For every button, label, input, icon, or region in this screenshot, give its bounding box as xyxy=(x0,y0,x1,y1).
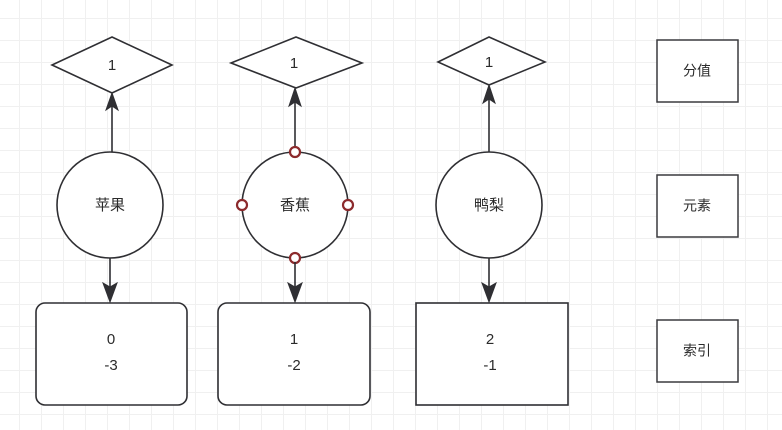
rect-shape[interactable] xyxy=(415,302,569,406)
arrow-head-icon xyxy=(287,281,303,304)
legend-box[interactable] xyxy=(656,319,739,383)
connection-point-left[interactable] xyxy=(235,198,249,212)
score-label: 1 xyxy=(290,55,298,72)
arrow-head-icon xyxy=(482,83,496,105)
arrow-head-icon xyxy=(481,281,497,304)
element-label: 鸭梨 xyxy=(474,197,504,214)
score-diamond-banana[interactable]: 1 xyxy=(228,36,365,89)
legend-item-element[interactable]: 元素 xyxy=(656,174,739,238)
score-diamond-apple[interactable]: 1 xyxy=(50,36,174,94)
index-value-label: 2 xyxy=(486,331,494,348)
legend-group[interactable]: 分值 元素 索引 xyxy=(656,39,739,383)
diamond-shape[interactable] xyxy=(228,36,365,89)
element-label: 苹果 xyxy=(95,197,125,214)
score-label: 1 xyxy=(485,54,493,71)
element-label: 香蕉 xyxy=(280,197,310,214)
legend-box[interactable] xyxy=(656,174,739,238)
connection-point-bottom[interactable] xyxy=(288,251,302,265)
index-box-pear[interactable]: 2 -1 xyxy=(415,302,569,406)
legend-box[interactable] xyxy=(656,39,739,103)
edge-banana-circle-to-box[interactable] xyxy=(287,262,303,304)
node-group-apple[interactable]: 1 苹果 0 -3 xyxy=(35,36,188,406)
arrow-head-icon xyxy=(105,91,119,112)
connection-points-banana[interactable] xyxy=(235,145,355,265)
node-group-pear[interactable]: 1 鸭梨 2 -1 xyxy=(415,36,569,406)
legend-item-score[interactable]: 分值 xyxy=(656,39,739,103)
edge-pear-circle-to-diamond[interactable] xyxy=(482,83,496,152)
edge-banana-circle-to-diamond[interactable] xyxy=(288,86,302,151)
index-value-label: 1 xyxy=(290,331,298,348)
edge-pear-circle-to-box[interactable] xyxy=(481,258,497,304)
element-circle-banana[interactable]: 香蕉 xyxy=(241,151,349,259)
legend-label: 分值 xyxy=(683,63,711,79)
legend-item-index[interactable]: 索引 xyxy=(656,319,739,383)
score-label: 1 xyxy=(108,57,116,74)
arrow-head-icon xyxy=(288,86,302,108)
legend-label: 索引 xyxy=(683,343,711,359)
rounded-rect-shape[interactable] xyxy=(35,302,188,406)
index-offset-label: -1 xyxy=(483,357,496,374)
arrow-head-icon xyxy=(102,281,118,304)
legend-label: 元素 xyxy=(683,198,711,214)
index-box-apple[interactable]: 0 -3 xyxy=(35,302,188,406)
index-offset-label: -2 xyxy=(287,357,300,374)
element-circle-pear[interactable]: 鸭梨 xyxy=(435,151,543,259)
score-diamond-pear[interactable]: 1 xyxy=(436,36,548,86)
index-box-banana[interactable]: 1 -2 xyxy=(217,302,371,406)
element-circle-apple[interactable]: 苹果 xyxy=(56,151,164,259)
connection-point-top[interactable] xyxy=(288,145,302,159)
rounded-rect-shape[interactable] xyxy=(217,302,371,406)
connection-point-right[interactable] xyxy=(341,198,355,212)
node-group-banana[interactable]: 1 香蕉 xyxy=(217,36,371,406)
edge-apple-circle-to-box[interactable] xyxy=(102,258,118,304)
edge-apple-circle-to-diamond[interactable] xyxy=(105,91,119,152)
index-offset-label: -3 xyxy=(104,357,117,374)
index-value-label: 0 xyxy=(107,331,115,348)
